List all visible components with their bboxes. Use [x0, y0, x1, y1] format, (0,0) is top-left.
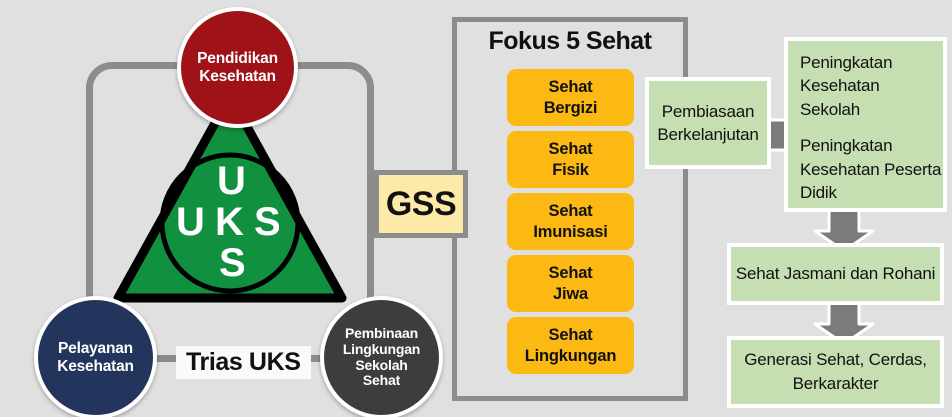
circle-pelayanan-line2: Kesehatan — [57, 357, 134, 375]
fokus-item-sehat-imunisasi: Sehat Imunisasi — [507, 193, 634, 250]
fokus-item-sehat-lingkungan: Sehat Lingkungan — [507, 317, 634, 374]
circle-pembinaan-lingkungan-sekolah-sehat: Pembinaan Lingkungan Sekolah Sehat — [320, 296, 443, 417]
box-generasi-sehat-cerdas-berkarakter: Generasi Sehat, Cerdas, Berkarakter — [727, 336, 944, 408]
fokus-item-sehat-jiwa: Sehat Jiwa — [507, 255, 634, 312]
fokus-item-sehat-bergizi: Sehat Bergizi — [507, 69, 634, 126]
circle-pembinaan-line3: Sekolah — [355, 356, 408, 373]
peningkatan-p2-line2: Kesehatan Peserta — [800, 159, 942, 179]
generasi-line2: Berkarakter — [792, 374, 879, 393]
fokus-item-2-line1: Sehat — [548, 202, 593, 221]
fokus-item-0-line1: Sehat — [548, 78, 593, 97]
pembiasaan-line2: Berkelanjutan — [657, 125, 759, 144]
gss-label: GSS — [385, 184, 457, 223]
circle-pembinaan-line2: Lingkungan — [342, 340, 421, 357]
fokus-item-3-line1: Sehat — [548, 264, 593, 283]
trias-uks-label: Trias UKS — [176, 346, 311, 380]
fokus-item-3-line2: Jiwa — [553, 284, 588, 303]
fokus-item-4-line2: Lingkungan — [524, 346, 617, 365]
box-sehat-jasmani-dan-rohani: Sehat Jasmani dan Rohani — [727, 243, 944, 305]
circle-pelayanan-kesehatan: Pelayanan Kesehatan — [34, 296, 157, 417]
fokus-item-1-line2: Fisik — [552, 160, 589, 179]
peningkatan-paragraph-1: Peningkatan Kesehatan Sekolah — [800, 51, 943, 121]
fokus-item-0-line2: Bergizi — [543, 98, 598, 117]
circle-pendidikan-kesehatan: Pendidikan Kesehatan — [177, 7, 298, 128]
circle-pendidikan-line2: Kesehatan — [199, 67, 276, 85]
peningkatan-p2-line3: Didik — [800, 183, 837, 203]
pembiasaan-line1: Pembiasaan — [661, 101, 755, 121]
fokus-5-sehat-title: Fokus 5 Sehat — [488, 27, 653, 55]
jasmani-text: Sehat Jasmani dan Rohani — [735, 264, 936, 284]
circle-pembinaan-line4: Sehat — [362, 372, 401, 389]
fokus-5-sehat-list: Sehat Bergizi Sehat Fisik Sehat Imunisas… — [507, 69, 634, 379]
circle-pembinaan-line1: Pembinaan — [345, 325, 418, 342]
peningkatan-p1-line2: Kesehatan Sekolah — [800, 76, 880, 119]
generasi-line1: Generasi Sehat, Cerdas, — [744, 349, 927, 369]
circle-pelayanan-line1: Pelayanan — [58, 340, 133, 358]
gss-box: GSS — [374, 170, 468, 238]
peningkatan-p1-line1: Peningkatan — [800, 53, 893, 72]
box-pembiasaan-berkelanjutan: Pembiasaan Berkelanjutan — [645, 77, 771, 169]
peningkatan-p2-line1: Peningkatan — [800, 136, 893, 156]
uks-triangle-logo — [110, 88, 350, 306]
fokus-item-2-line2: Imunisasi — [533, 222, 608, 241]
circle-pendidikan-line1: Pendidikan — [197, 50, 278, 68]
box-peningkatan-kesehatan: Peningkatan Kesehatan Sekolah Peningkata… — [784, 37, 947, 212]
fokus-item-sehat-fisik: Sehat Fisik — [507, 131, 634, 188]
fokus-item-1-line1: Sehat — [548, 140, 593, 159]
peningkatan-paragraph-2: Peningkatan Kesehatan Peserta Didik — [800, 134, 943, 204]
fokus-item-4-line1: Sehat — [548, 326, 593, 345]
